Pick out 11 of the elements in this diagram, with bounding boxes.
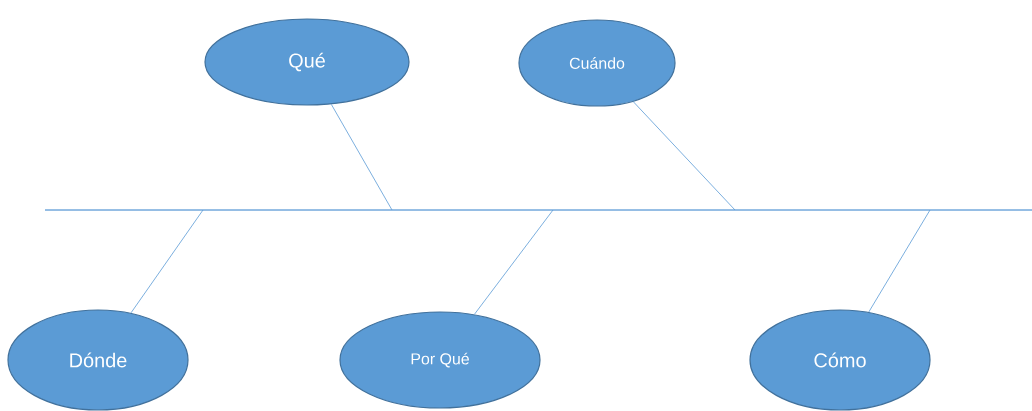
branch-line [330, 103, 393, 211]
ellipse-node: Cuándo [518, 19, 676, 107]
branch-line [130, 209, 204, 314]
branch-line [632, 101, 736, 211]
branch-line [868, 209, 931, 313]
ellipse-node: Qué [204, 18, 410, 106]
ellipse-node: Por Qué [339, 311, 541, 409]
ellipse-node: Dónde [7, 309, 189, 411]
spine-line [44, 209, 1032, 211]
branch-line [474, 209, 554, 315]
ellipse-node: Cómo [749, 309, 931, 411]
